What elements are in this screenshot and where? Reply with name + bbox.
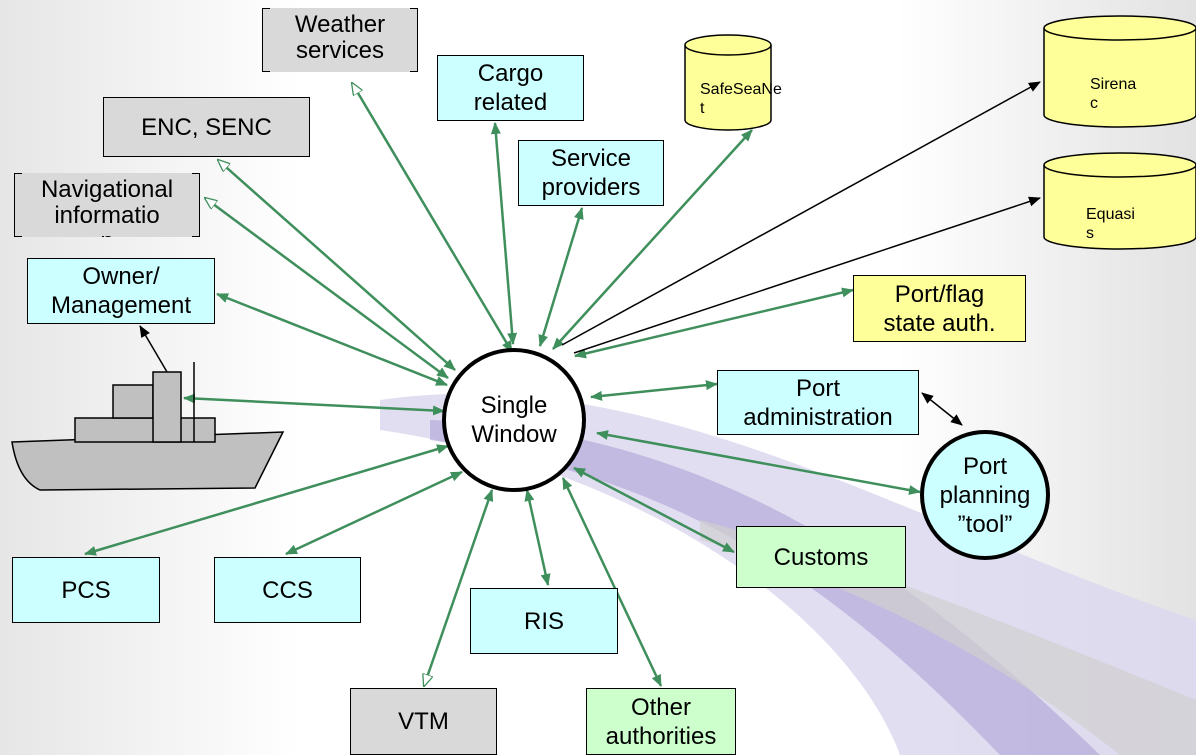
edge-owner: [216, 292, 448, 387]
weather-services-node: Weather services: [262, 8, 418, 72]
port-flag-state-node: Port/flag state auth.: [853, 275, 1026, 342]
edge-other: [561, 477, 663, 687]
single-window-label: Single Window: [471, 392, 557, 448]
single-window-circle: [442, 348, 586, 492]
equasis-cylinder: [1043, 152, 1196, 250]
edge-admin-planning: [921, 392, 963, 426]
swoosh-violet: [430, 420, 1100, 755]
enc-senc-node: ENC, SENC: [103, 97, 310, 157]
safeseanet-label: SafeSeaNe t: [700, 81, 782, 117]
pcs-node: PCS: [12, 557, 160, 623]
edge-port-planning: [596, 430, 921, 495]
other-authorities-node: Other authorities: [586, 688, 736, 755]
ship-deck: [74, 417, 216, 443]
ship-bridge: [152, 371, 182, 443]
edge-vtm: [424, 490, 494, 686]
navigational-information-node: Navigational informatio n: [14, 173, 200, 237]
cargo-related-node: Cargo related: [437, 55, 584, 121]
port-planning-label: Port planning ”tool”: [939, 452, 1031, 538]
equasis-label: Equasi s: [1086, 206, 1135, 242]
ship-superstructure: [112, 384, 154, 419]
owner-management-node: Owner/ Management: [27, 258, 215, 324]
safeseanet-cylinder: [684, 34, 772, 131]
customs-node: Customs: [736, 526, 906, 588]
edge-cargo: [490, 122, 518, 345]
edge-ccs: [285, 470, 463, 556]
service-providers-node: Service providers: [518, 140, 664, 206]
vtm-node: VTM: [350, 688, 497, 755]
edge-port-flag: [574, 287, 854, 359]
ship-hull: [11, 431, 285, 491]
edge-pcs: [84, 444, 449, 556]
sirenac-label: Sirena c: [1090, 76, 1137, 112]
port-planning-circle: [920, 430, 1050, 560]
edge-ris: [524, 489, 551, 586]
sirenac-cylinder: [1043, 15, 1196, 128]
edge-sirenac: [561, 81, 1041, 346]
edge-port-admin: [590, 380, 718, 401]
edge-ship: [183, 393, 445, 416]
edge-equasis: [573, 196, 1041, 354]
port-administration-node: Port administration: [717, 370, 919, 435]
ccs-node: CCS: [214, 557, 361, 623]
ris-node: RIS: [470, 588, 618, 654]
